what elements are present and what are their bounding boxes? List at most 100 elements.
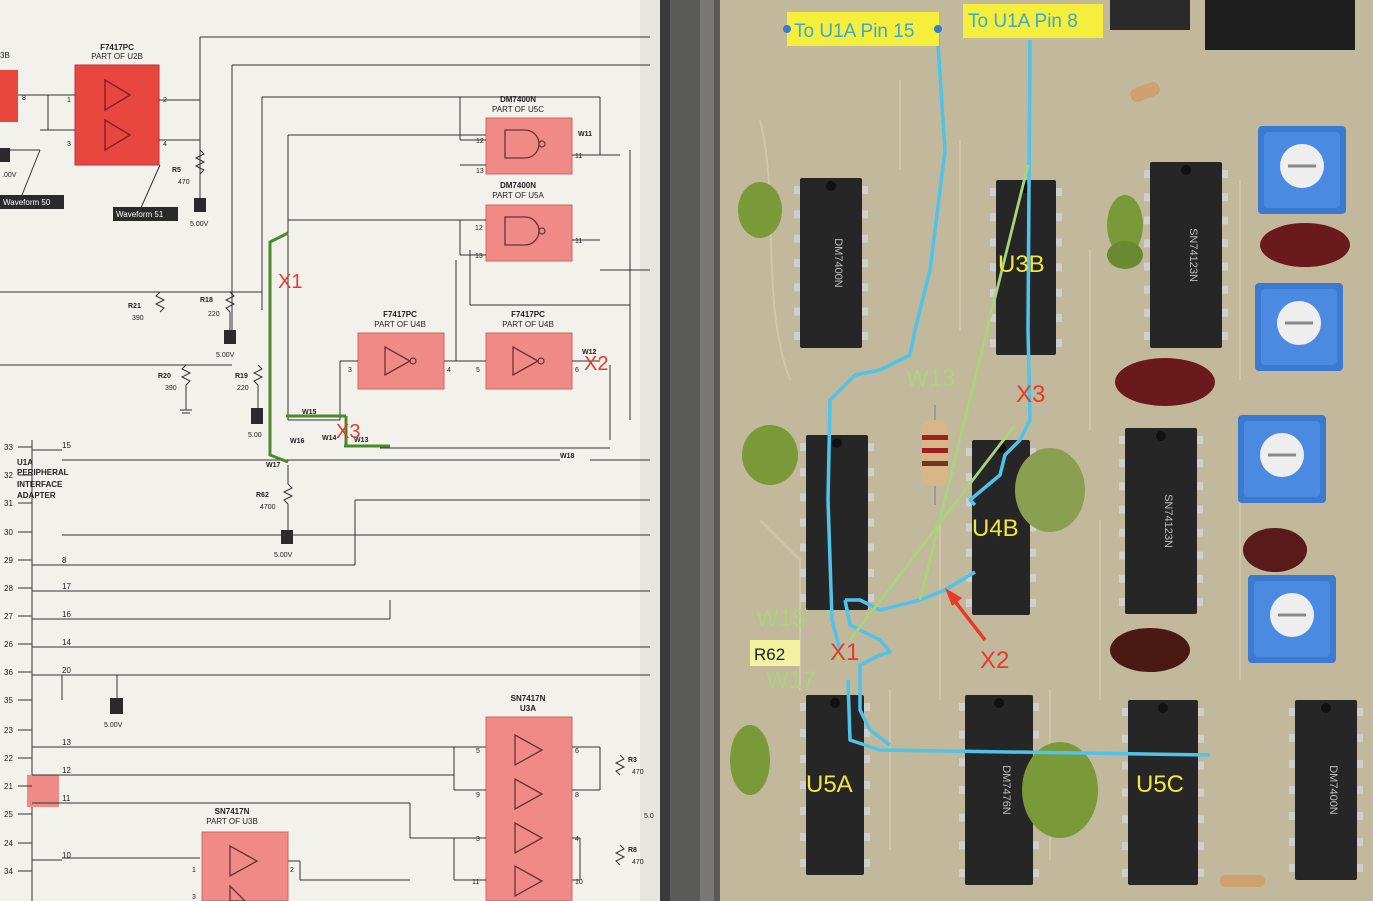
ic-u4b-right: F7417PC PART OF U4B 5 6: [476, 310, 579, 390]
u1a-pin-left: 31: [4, 499, 13, 508]
dip-chip: SN74123N: [1144, 162, 1228, 348]
svg-text:R3: R3: [628, 757, 637, 764]
svg-text:4: 4: [575, 836, 579, 843]
u1a-pin-right: 17: [62, 582, 71, 591]
svg-text:Waveform 50: Waveform 50: [3, 198, 51, 207]
top-chip-2: [1205, 0, 1355, 50]
chip-print: SN74123N: [1187, 228, 1199, 282]
label-u5c: U5C: [1136, 771, 1184, 798]
ic-u4b-left: F7417PC PART OF U4B 3 4: [348, 310, 451, 390]
u2b-part-of: PART OF U2B: [91, 52, 143, 61]
svg-text:U1A: U1A: [17, 458, 33, 467]
svg-text:PART OF U4B: PART OF U4B: [502, 320, 554, 329]
svg-text:3B: 3B: [0, 51, 10, 60]
arrow-x2: [945, 588, 987, 642]
u1a-pin-left: 30: [4, 528, 13, 537]
svg-text:11: 11: [472, 879, 479, 886]
wire-w13: W13: [354, 437, 369, 444]
label-u4b: U4B: [972, 515, 1019, 542]
u1a-pin-left: 32: [4, 471, 13, 480]
label-w13: W13: [906, 365, 955, 392]
svg-text:R18: R18: [200, 297, 213, 304]
u1a-pin-left: 25: [4, 810, 13, 819]
u1a-pin-left: 26: [4, 640, 13, 649]
ic-u3b: SN7417N PART OF U3B 1 2 3: [192, 807, 294, 901]
u1a-pin-left: 36: [4, 668, 13, 677]
wire-w11: W11: [578, 131, 592, 138]
ic-u3a: SN7417N U3A 5 9 3 11 6 8 4 10: [472, 694, 583, 901]
wire-w17: W17: [266, 462, 281, 469]
u1a-pin-left: 28: [4, 584, 13, 593]
svg-text:6: 6: [575, 367, 579, 374]
schematic-panel: F7417PC PART OF U2B 1 3 2 4 3B 8 Wavefor…: [0, 0, 660, 901]
resistor-r5: R5 470 5.00V: [172, 149, 209, 228]
dip-chip: DM7400N: [794, 178, 868, 348]
resistor-r3: R3 470: [614, 754, 644, 776]
resistor-r21: R21 390: [128, 291, 166, 322]
u1a-pin-right: 15: [62, 441, 71, 450]
trimmer-pot: [1255, 283, 1343, 371]
marker-x2-photo: X2: [980, 647, 1009, 674]
supply-tag-1: [0, 148, 10, 162]
svg-text:3: 3: [348, 367, 352, 374]
svg-text:DM7400N: DM7400N: [500, 181, 536, 190]
dip-chip: DM7400N: [1289, 700, 1363, 880]
svg-text:F7417PC: F7417PC: [511, 310, 545, 319]
panel-divider: [660, 0, 670, 901]
svg-text:4700: 4700: [260, 504, 276, 511]
svg-text:13: 13: [475, 253, 483, 260]
svg-text:R62: R62: [256, 492, 269, 499]
u1a-pin-left: 24: [4, 839, 13, 848]
svg-text:4: 4: [163, 141, 167, 148]
u1a-pin-left: 34: [4, 867, 13, 876]
u1a-pin-left: 27: [4, 612, 13, 621]
svg-text:R21: R21: [128, 303, 141, 310]
marker-x1-photo: X1: [830, 639, 859, 666]
capacitor-4: [742, 425, 798, 485]
svg-text:F7417PC: F7417PC: [383, 310, 417, 319]
resistor-r62-photo: [922, 405, 948, 505]
u1a-pin-left: 23: [4, 726, 13, 735]
dip-chip: [1122, 700, 1204, 885]
svg-text:4: 4: [447, 367, 451, 374]
small-resistor-bottom: [1220, 875, 1265, 887]
svg-text:PERIPHERAL: PERIPHERAL: [17, 468, 69, 477]
capacitor-red-4: [1110, 628, 1190, 672]
chip-print: SN74123N: [1162, 494, 1174, 548]
callout-pin8: To U1A Pin 8: [963, 4, 1103, 38]
u1a-pin-left: 29: [4, 556, 13, 565]
ic-u1a: U1A PERIPHERAL INTERFACE ADAPTER: [17, 440, 69, 901]
label-u5a: U5A: [806, 771, 853, 798]
svg-text:R8: R8: [628, 847, 637, 854]
label-w15: W15: [756, 605, 805, 632]
marker-x3-photo: X3: [1016, 381, 1045, 408]
callout-pin15: To U1A Pin 15: [783, 12, 942, 46]
svg-text:DM7400N: DM7400N: [500, 95, 536, 104]
svg-text:12: 12: [475, 225, 483, 232]
u1a-pin-right: 8: [62, 556, 67, 565]
svg-text:11: 11: [575, 153, 582, 160]
trimmer-pot: [1238, 415, 1326, 503]
dip-chip: SN74123N: [1119, 428, 1203, 614]
resistor-r20: R20 390: [158, 364, 192, 414]
resistor-r19: R19 220 5.00: [235, 364, 264, 439]
svg-text:5.00: 5.00: [248, 432, 262, 439]
svg-text:R20: R20: [158, 373, 171, 380]
svg-text:9: 9: [476, 792, 480, 799]
svg-text:5.00V: 5.00V: [104, 722, 123, 729]
svg-text:ADAPTER: ADAPTER: [17, 491, 56, 500]
ic-u5a: DM7400N PART OF U5A 12 13 11: [475, 181, 582, 262]
svg-text:470: 470: [178, 179, 190, 186]
u1a-pin-left: 21: [4, 782, 13, 791]
wire-w12: W12: [582, 349, 597, 356]
resistor-r62: R62 4700 5.00V: [256, 465, 294, 559]
ic-u2-partial: [0, 70, 18, 122]
svg-text:5: 5: [476, 367, 480, 374]
u1a-pin-right: 14: [62, 638, 71, 647]
wire-w16: W16: [290, 438, 305, 445]
